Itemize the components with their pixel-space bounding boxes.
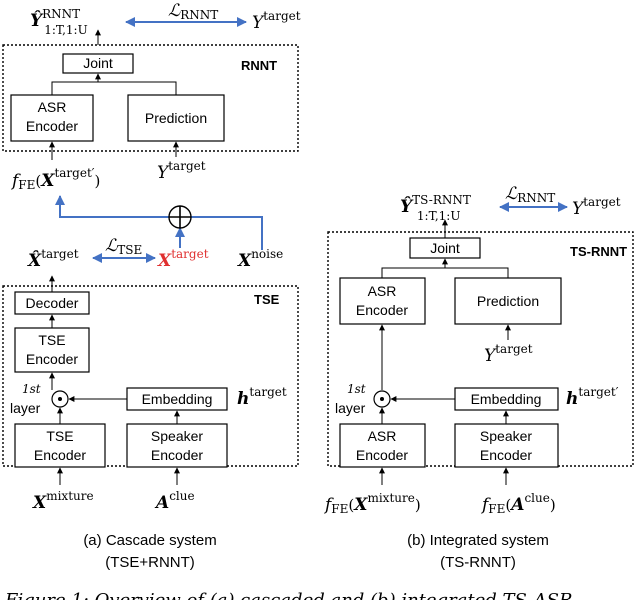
cascade-decoder-box <box>14 291 90 315</box>
cascade-tse-loss-label: ℒTSE <box>105 236 142 257</box>
integrated-multiply-icon-dot <box>380 397 384 401</box>
cascade-tse-encoder-top-box <box>14 327 90 373</box>
cascade-fe-label: fFE(Xtarget′) <box>10 166 100 192</box>
cascade-tse-block <box>2 285 299 467</box>
integrated-h-label: htarget′ <box>566 385 619 409</box>
integrated-asr-encoder-top-line1: ASR <box>368 283 397 299</box>
cascade-joint-label: Joint <box>83 55 113 71</box>
cascade-prediction-label: Prediction <box>145 110 207 126</box>
integrated-joint-label: Joint <box>430 240 460 256</box>
integrated-joint-box <box>409 237 481 259</box>
integrated-mixture-label: fFE(Xmixture) <box>323 491 421 516</box>
cascade-caption-line1: (a) Cascade system <box>83 532 216 549</box>
cascade-tse-encoder-bottom-box <box>14 423 106 468</box>
cascade-speaker-encoder-line2: Encoder <box>151 447 203 463</box>
cascade-asr-encoder-box <box>10 94 94 142</box>
cascade-mixture-label: Xmixture <box>32 489 94 513</box>
cascade-speaker-encoder-box <box>126 423 228 468</box>
integrated-pred-target-label: Ytarget <box>484 342 533 366</box>
cascade-joint-inputs <box>51 81 177 95</box>
figure-caption: Figure 1: Overview of (a) cascaded and (… <box>4 590 573 600</box>
cascade-prediction-box <box>127 94 225 142</box>
cascade-xhat-label: X̂target <box>27 247 79 271</box>
cascade-noise-path <box>191 216 263 250</box>
integrated-asr-encoder-bottom-line2: Encoder <box>356 447 408 463</box>
cascade-target-label: Ytarget <box>252 9 301 33</box>
integrated-asr-encoder-top-box <box>339 277 426 325</box>
cascade-embedding-label: Embedding <box>142 391 213 407</box>
integrated-prediction-box <box>454 277 562 325</box>
integrated-speaker-encoder-line1: Speaker <box>480 428 532 444</box>
cascade-tse-encoder-top-line2: Encoder <box>26 351 78 367</box>
integrated-embedding-box <box>454 387 559 411</box>
integrated-clue-label: fFE(Aclue) <box>480 491 556 516</box>
cascade-first-layer-line1: 1st <box>22 382 41 396</box>
cascade-asr-encoder-line1: ASR <box>38 99 67 115</box>
integrated-prediction-label: Prediction <box>477 293 539 309</box>
integrated-first-layer-line2: layer <box>335 400 366 416</box>
cascade-speaker-encoder-line1: Speaker <box>151 428 203 444</box>
integrated-first-layer-line1: 1st <box>347 382 366 396</box>
cascade-joint-box <box>62 53 134 74</box>
integrated-caption-line1: (b) Integrated system <box>407 532 549 549</box>
integrated-caption-line2: (TS-RNNT) <box>440 554 516 571</box>
integrated-ts-rnnt-block <box>327 231 634 467</box>
cascade-rnnt-block <box>2 44 299 152</box>
cascade-rnnt-title: RNNT <box>241 58 277 73</box>
cascade-xnoise-label: Xnoise <box>237 247 283 271</box>
integrated-speaker-encoder-box <box>454 423 559 468</box>
integrated-speaker-encoder-line2: Encoder <box>480 447 532 463</box>
cascade-tse-title: TSE <box>254 292 280 307</box>
integrated-asr-encoder-bottom-box <box>339 423 426 468</box>
cascade-adder-output <box>55 195 169 218</box>
integrated-asr-encoder-top-line2: Encoder <box>356 302 408 318</box>
cascade-first-layer-line2: layer <box>10 400 41 416</box>
integrated-target-label: Ytarget <box>572 195 621 219</box>
cascade-tse-encoder-top-line1: TSE <box>38 332 65 348</box>
integrated-asr-encoder-bottom-line1: ASR <box>368 428 397 444</box>
integrated-joint-inputs <box>381 267 509 278</box>
integrated-embedding-label: Embedding <box>471 391 542 407</box>
cascade-rnnt-loss-label: ℒRNNT <box>168 1 218 22</box>
cascade-prediction-target-label: Ytarget <box>157 159 206 183</box>
cascade-caption-line2: (TSE+RNNT) <box>105 554 195 571</box>
cascade-clue-label: Aclue <box>154 489 195 513</box>
cascade-decoder-label: Decoder <box>26 295 79 311</box>
cascade-embedding-box <box>126 387 228 411</box>
cascade-tse-encoder-bottom-line2: Encoder <box>34 447 86 463</box>
multiply-icon-dot <box>58 397 62 401</box>
integrated-rnnt-loss-label: ℒRNNT <box>505 184 555 205</box>
integrated-title: TS-RNNT <box>570 244 627 259</box>
cascade-asr-encoder-line2: Encoder <box>26 118 78 134</box>
cascade-tse-encoder-bottom-line1: TSE <box>46 428 73 444</box>
cascade-h-label: htarget <box>237 385 287 409</box>
cascade-xtarget-label: Xtarget <box>157 247 209 271</box>
